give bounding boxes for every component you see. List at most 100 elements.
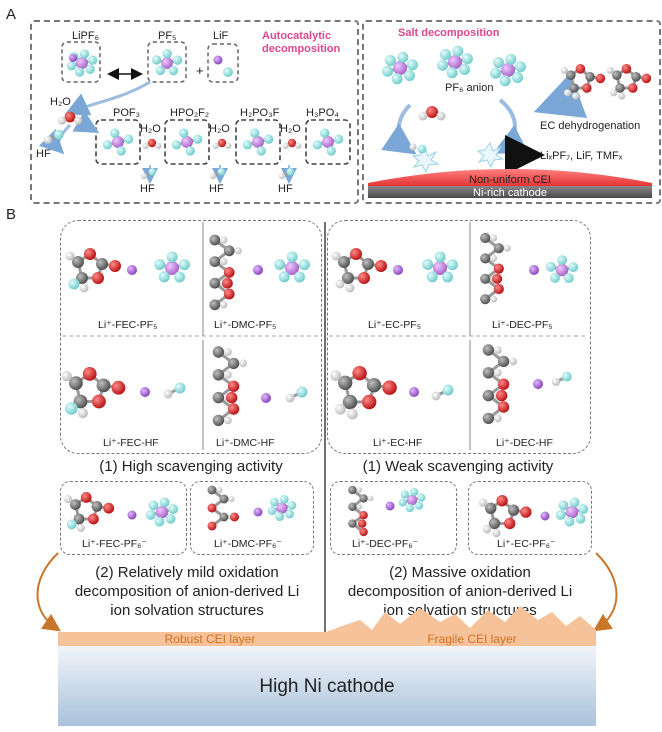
water-a3-hydrogen	[212, 142, 219, 149]
dmc-molecule-3-carbon	[219, 494, 229, 504]
pf6-anion-2-fluorine	[452, 45, 464, 57]
pf5-b1-fluorine	[166, 251, 178, 263]
dmc-molecule-3-oxygen	[207, 503, 217, 513]
pf6-anion-3-fluorine	[514, 61, 526, 73]
h2po3f-molecule-phosphorus	[252, 136, 264, 148]
water-a5-hydrogen	[436, 111, 446, 121]
pf5-b2-fluorine	[274, 258, 286, 270]
dmc-molecule-1-carbon	[209, 234, 221, 246]
fec-molecule-1-oxygen	[92, 272, 104, 284]
hf-b2-fluorine	[296, 386, 308, 398]
pf6-b2-fluorine	[269, 497, 279, 507]
water-a1-hydrogen	[57, 116, 66, 125]
hf-label-3: HF	[209, 183, 224, 195]
pf5-molecule-fluorine	[155, 65, 166, 76]
fluorine-a1	[417, 144, 427, 154]
pf5-b1-fluorine	[173, 271, 185, 283]
hf-a2-fluorine	[148, 167, 157, 176]
pf6-b2-phosphorus	[276, 502, 288, 514]
fec-molecule-1-hydrogen	[65, 251, 75, 261]
dmc-molecule-1-oxygen	[223, 288, 235, 300]
pf6-anion-2-fluorine	[461, 53, 473, 65]
dec-molecule-2-carbon	[482, 389, 495, 402]
pf6-b1-fluorine	[145, 509, 156, 520]
ec-molecule-a1-hydrogen	[564, 89, 572, 97]
pf5-b4-phosphorus	[555, 263, 569, 277]
li-fec-pf6	[127, 510, 137, 520]
pf6-anion-1-fluorine	[382, 65, 394, 77]
pf5-b3-fluorine	[446, 259, 458, 271]
dec-molecule-2-carbon	[497, 355, 510, 368]
water-a4-hydrogen	[295, 142, 302, 149]
label-dec-hf: Li⁺-DEC-HF	[496, 437, 553, 449]
pf5-b2-phosphorus	[285, 261, 299, 275]
fec-molecule-1-carbon	[72, 256, 84, 268]
pf6-anion-3-fluorine	[505, 53, 517, 65]
dmc-molecule-3-oxygen	[207, 521, 217, 531]
ec-molecule-2-oxygen	[362, 394, 377, 410]
fec-molecule-2-carbon	[73, 394, 88, 409]
massive-text-1: (2) Massive oxidation	[389, 564, 531, 581]
water-a5-oxygen	[426, 106, 438, 118]
dec-molecule-1-carbon	[480, 273, 491, 284]
lipf6-molecule-phosphorus	[76, 57, 88, 69]
dec-pf6-box	[330, 481, 457, 555]
lipf6-label: LiPF₆	[72, 30, 100, 42]
pof3-molecule-fluorine	[102, 140, 113, 150]
dec-molecule-3-hydrogen	[356, 503, 363, 510]
dec-molecule-3-oxygen	[358, 519, 367, 528]
pof3-molecule-fluorine	[110, 128, 120, 138]
dmc-molecule-1-carbon	[209, 299, 221, 311]
h2po3f-molecule-fluorine	[256, 146, 266, 156]
ec-molecule-2-hydrogen	[330, 370, 341, 381]
mild-text-3: ion solvation structures	[110, 602, 264, 619]
pf5-b4-fluorine	[563, 273, 574, 284]
ec-molecule-a2-oxygen	[641, 73, 652, 84]
ec-molecule-1-hydrogen	[345, 283, 355, 293]
label-ec-pf6: Li⁺-EC-PF₆⁻	[497, 538, 556, 550]
dec-molecule-1-hydrogen	[503, 244, 511, 252]
fec-molecule-1-carbon	[76, 272, 88, 284]
li-dec-pf5	[529, 265, 539, 275]
h3po4-molecule-phosphorus	[322, 136, 334, 148]
dec-molecule-1-carbon	[480, 294, 491, 305]
dec-molecule-2-hydrogen	[509, 357, 517, 366]
pf6-b1-fluorine	[165, 513, 176, 524]
dmc-molecule-2-carbon	[212, 369, 225, 381]
label-ec-pf5: Li⁺-EC-PF₅	[368, 319, 421, 331]
salt-decomposition-title: Salt decomposition	[398, 27, 500, 39]
plus-sign: +	[196, 63, 204, 78]
li-ec-hf	[409, 387, 419, 397]
pf6-b2-fluorine	[279, 495, 289, 504]
hf-label-2: HF	[140, 183, 155, 195]
li-dmc-pf6	[253, 507, 263, 517]
hf-a4-fluorine	[286, 167, 295, 176]
autocatalytic-title-2: decomposition	[262, 43, 341, 55]
dec-molecule-2-hydrogen	[494, 346, 502, 354]
ec-molecule-a1-carbon	[569, 83, 579, 93]
dec-molecule-1-carbon	[493, 243, 504, 254]
dec-molecule-1-oxygen	[492, 273, 503, 284]
dmc-molecule-1-oxygen	[222, 277, 233, 289]
ec-molecule-a2-hydrogen	[618, 92, 626, 100]
dmc-molecule-1-hydrogen	[220, 257, 228, 266]
label-fec-hf: Li⁺-FEC-HF	[103, 437, 159, 449]
li-fec-hf	[140, 387, 150, 397]
pf6-b1-fluorine	[154, 516, 165, 527]
ec-molecule-3-hydrogen	[482, 524, 492, 534]
dmc-molecule-3-carbon	[207, 485, 217, 495]
pf6-b1-phosphorus	[155, 505, 169, 519]
fragile-cei-layer	[326, 606, 596, 646]
ec-molecule-3-carbon	[485, 502, 497, 514]
hpo2f2-molecule-phosphorus	[181, 136, 193, 148]
lif-lithium	[213, 55, 223, 65]
hpo2f2-molecule-fluorine	[185, 146, 195, 156]
left-orange-arrow	[36, 552, 61, 632]
h2o-label-3: H₂O	[209, 123, 230, 135]
dec-molecule-1-carbon	[480, 253, 491, 264]
dec-molecule-2-carbon	[482, 344, 495, 356]
water-a1-hydrogen	[74, 116, 83, 125]
pf5-b3-phosphorus	[433, 261, 447, 275]
water-a2-oxygen	[147, 138, 157, 148]
